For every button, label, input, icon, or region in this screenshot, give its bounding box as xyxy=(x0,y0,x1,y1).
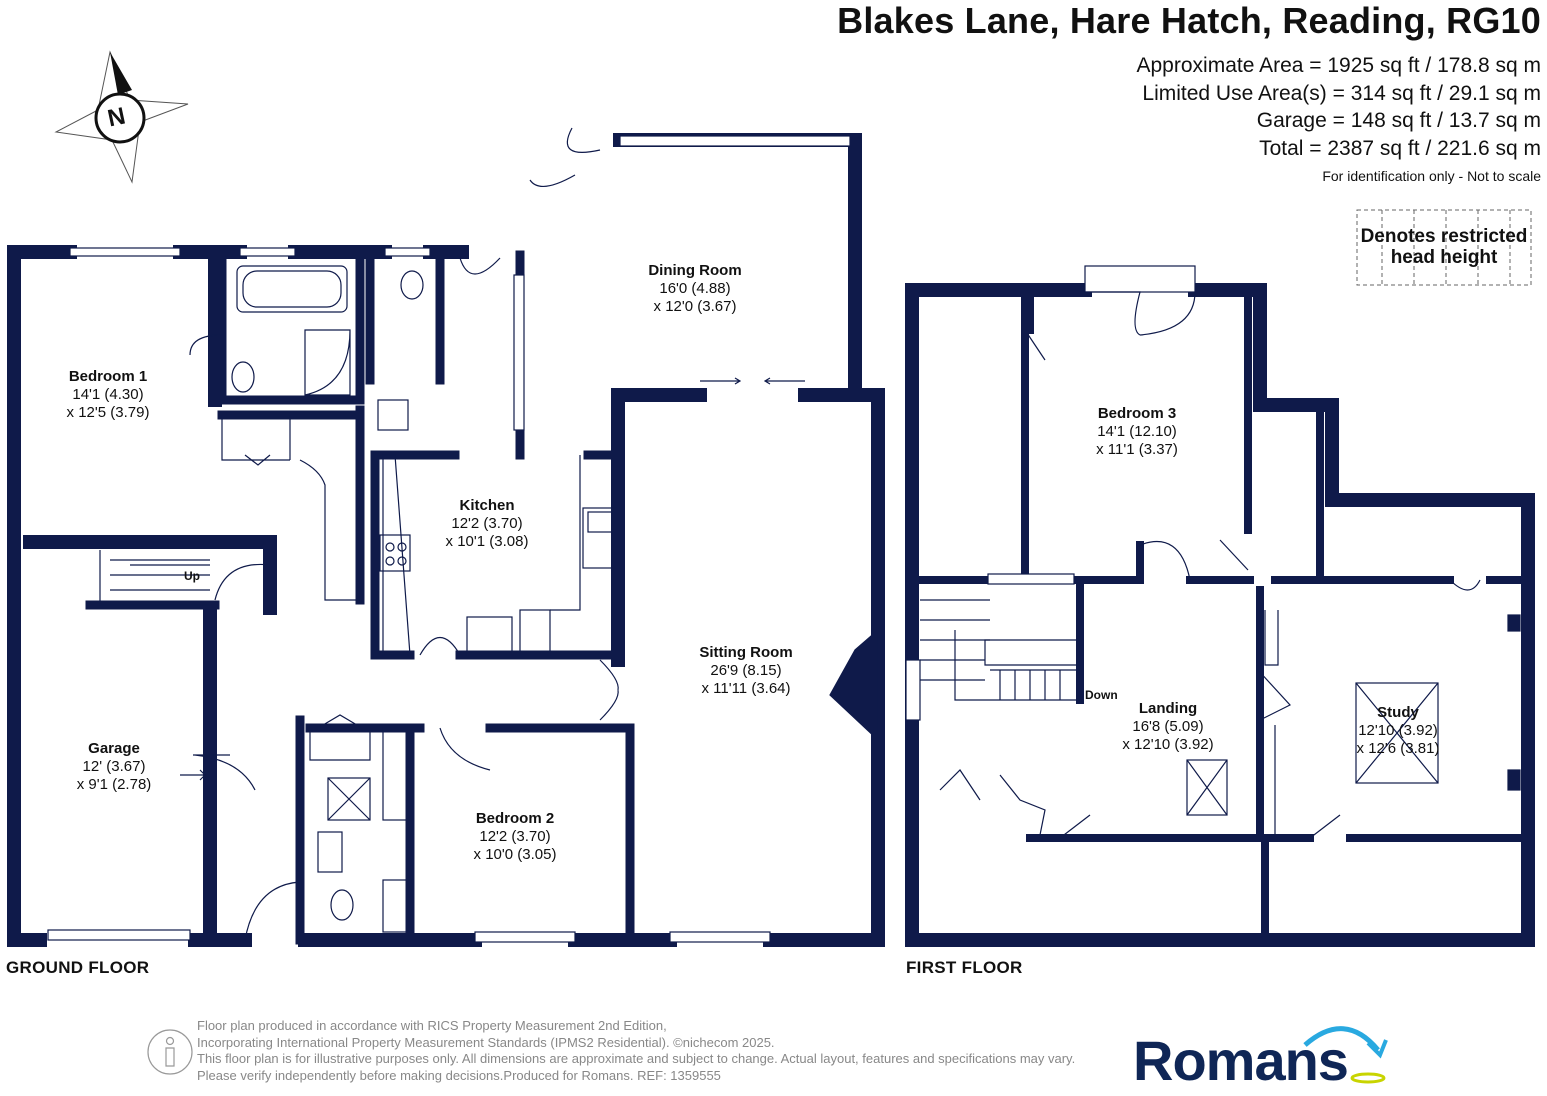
room-dim: x 12'0 (3.67) xyxy=(653,298,737,315)
room-dim: x 12'6 (3.81) xyxy=(1356,740,1440,757)
garage-area: Garage = 148 sq ft / 13.7 sq m xyxy=(1256,109,1541,132)
stairs-up-label: Up xyxy=(184,569,200,583)
room-dim: 12' (3.67) xyxy=(82,758,146,775)
room-dim: 12'2 (3.70) xyxy=(451,515,523,532)
room-bedroom-2: Bedroom 2 12'2 (3.70) x 10'0 (3.05) xyxy=(474,810,557,864)
room-bedroom-3: Bedroom 3 14'1 (12.10) x 11'1 (3.37) xyxy=(1096,405,1178,459)
legend-line-2: head height xyxy=(1390,247,1498,268)
room-dim: x 10'0 (3.05) xyxy=(473,846,557,863)
legend-hatch-box xyxy=(1356,209,1532,286)
room-dim: x 12'10 (3.92) xyxy=(1122,736,1214,753)
room-dim: x 9'1 (2.78) xyxy=(76,776,152,793)
romans-logo-swoosh xyxy=(1303,1026,1388,1084)
room-landing: Landing 16'8 (5.09) x 12'10 (3.92) xyxy=(1122,700,1213,754)
stairs-down-label: Down xyxy=(1085,688,1118,702)
room-kitchen: Kitchen 12'2 (3.70) x 10'1 (3.08) xyxy=(446,497,529,551)
room-name: Landing xyxy=(1138,700,1198,717)
total-area: Total = 2387 sq ft / 221.6 sq m xyxy=(1259,137,1541,160)
restricted-height-legend: Denotes restricted head height xyxy=(1357,226,1531,268)
room-dim: 12'2 (3.70) xyxy=(479,828,551,845)
room-dim: 14'1 (4.30) xyxy=(72,386,144,403)
room-name: Bedroom 1 xyxy=(68,368,148,385)
room-name: Bedroom 2 xyxy=(475,810,555,827)
room-dim: 26'9 (8.15) xyxy=(710,662,782,679)
room-dim: x 11'1 (3.37) xyxy=(1096,441,1178,458)
fixtures xyxy=(47,127,1521,943)
disclaimer-line: Incorporating International Property Mea… xyxy=(197,1034,775,1050)
disclaimer-line: Please verify independently before makin… xyxy=(197,1067,721,1083)
disclaimer: Floor plan produced in accordance with R… xyxy=(197,1018,1075,1084)
room-dim: x 10'1 (3.08) xyxy=(445,533,529,550)
legend-line-1: Denotes restricted xyxy=(1360,226,1528,247)
room-dim: 14'1 (12.10) xyxy=(1097,423,1177,440)
room-name: Kitchen xyxy=(459,497,515,514)
room-dim: x 12'5 (3.79) xyxy=(66,404,150,421)
approximate-area: Approximate Area = 1925 sq ft / 178.8 sq… xyxy=(1136,54,1542,77)
first-floor-label: FIRST FLOOR xyxy=(906,958,1023,977)
room-dim: 16'0 (4.88) xyxy=(659,280,731,297)
room-name: Study xyxy=(1377,704,1419,721)
property-address: Blakes Lane, Hare Hatch, Reading, RG10 xyxy=(837,0,1541,41)
disclaimer-line: Floor plan produced in accordance with R… xyxy=(197,1018,667,1033)
identification-note: For identification only - Not to scale xyxy=(1322,168,1541,184)
ground-floor-label: GROUND FLOOR xyxy=(6,958,150,977)
disclaimer-line: This floor plan is for illustrative purp… xyxy=(197,1051,1076,1066)
room-dim: x 11'11 (3.64) xyxy=(701,680,791,697)
first-floor-outer-walls xyxy=(905,283,1535,947)
room-study: Study 12'10 (3.92) x 12'6 (3.81) xyxy=(1357,704,1440,758)
room-dining-room: Dining Room 16'0 (4.88) x 12'0 (3.67) xyxy=(648,262,741,316)
first-floor-inner-walls xyxy=(916,291,1524,934)
room-sitting-room: Sitting Room 26'9 (8.15) x 11'11 (3.64) xyxy=(699,644,792,698)
compass-icon xyxy=(54,50,189,184)
romans-logo: Romans xyxy=(1133,1029,1349,1092)
room-name: Garage xyxy=(88,740,140,757)
room-garage: Garage 12' (3.67) x 9'1 (2.78) xyxy=(77,740,152,794)
room-name: Sitting Room xyxy=(699,644,793,661)
room-bedroom-1: Bedroom 1 14'1 (4.30) x 12'5 (3.79) xyxy=(67,368,150,422)
room-dim: 16'8 (5.09) xyxy=(1132,718,1204,735)
room-name: Bedroom 3 xyxy=(1097,405,1177,422)
room-dim: 12'10 (3.92) xyxy=(1358,722,1438,739)
person-icon xyxy=(147,1029,193,1075)
room-name: Dining Room xyxy=(648,262,742,279)
limited-use-area: Limited Use Area(s) = 314 sq ft / 29.1 s… xyxy=(1142,82,1541,105)
